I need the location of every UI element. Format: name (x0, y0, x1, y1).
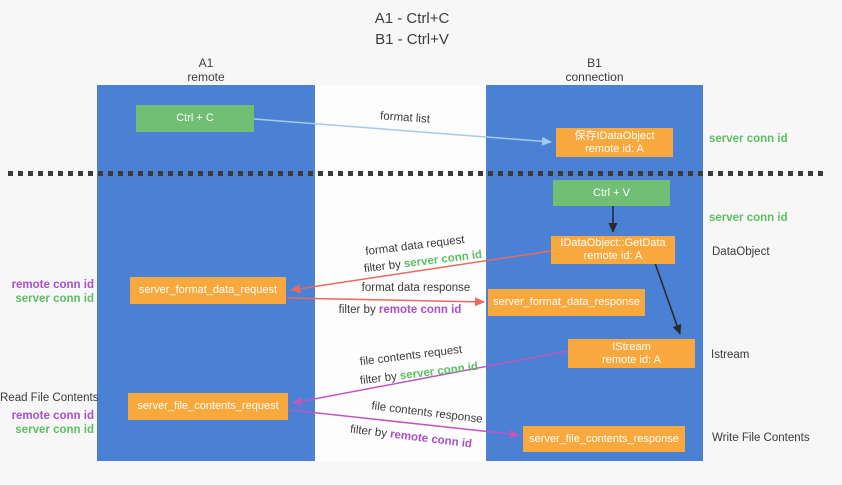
server-format-data-request-label: server_format_data_request (138, 284, 278, 296)
right-server-conn-id-mid: server conn id (709, 212, 788, 224)
remote-conn-id-text: remote conn id (378, 304, 462, 316)
diagram-title: A1 - Ctrl+C B1 - Ctrl+V (332, 8, 492, 50)
right-dataobject-label: DataObject (712, 246, 770, 258)
file-contents-request-arrow (292, 350, 569, 406)
right-istream-label: Istream (711, 349, 750, 361)
format-data-response-label: format data response (361, 282, 471, 294)
title-line-1: A1 - Ctrl+C (374, 10, 450, 27)
istream-line2: remote id: A (602, 353, 661, 366)
lifeline-a1-role: remote (187, 70, 225, 84)
getdata-to-istream-arrow (654, 262, 682, 335)
format-list-arrow (253, 118, 552, 146)
idataobject-getdata-node: IDataObject::GetData remote id: A (551, 236, 675, 264)
server-format-data-response-node: server_format_data_response (488, 289, 645, 316)
server-format-data-request-node: server_format_data_request (130, 277, 286, 304)
ctrl-v-label: Ctrl + V (593, 186, 630, 199)
left-conn-id-block-top: remote conn id server conn id (0, 278, 94, 306)
left-server-conn-id-top: server conn id (15, 293, 94, 305)
session-divider-dotted-line (8, 171, 824, 176)
istream-node: IStream remote id: A (568, 339, 695, 368)
lifeline-a1-header: A1 remote (97, 56, 315, 84)
filter-by-remote-conn-id-label-1: filter by remote conn id (330, 303, 470, 317)
ctrl-c-node: Ctrl + C (136, 105, 254, 132)
save-idataobject-line1: 保存IDataObject (574, 129, 655, 142)
left-read-file-contents-label: Read File Contents (0, 392, 99, 404)
title-line-2: B1 - Ctrl+V (375, 31, 449, 48)
server-format-data-response-label: server_format_data_response (493, 296, 640, 308)
left-server-conn-id-bottom: server conn id (15, 424, 94, 436)
server-file-contents-request-node: server_file_contents_request (128, 393, 288, 420)
lifeline-b1-name: B1 (587, 56, 602, 70)
ctrl-v-node: Ctrl + V (553, 180, 670, 206)
right-write-file-contents-label: Write File Contents (712, 432, 810, 444)
istream-line1: IStream (612, 340, 651, 353)
lifeline-b1-header: B1 connection (486, 56, 703, 84)
left-remote-conn-id-top: remote conn id (11, 279, 94, 291)
file-contents-response-arrow (289, 409, 520, 439)
idataobject-getdata-line2: remote id: A (583, 250, 643, 262)
left-remote-conn-id-bottom: remote conn id (11, 410, 94, 422)
server-file-contents-request-label: server_file_contents_request (137, 400, 279, 412)
right-server-conn-id-top: server conn id (709, 133, 788, 145)
lifeline-a1-name: A1 (198, 56, 214, 70)
filter-by-text: filter by (338, 304, 376, 316)
server-file-contents-response-node: server_file_contents_response (523, 426, 685, 452)
save-idataobject-node: 保存IDataObject remote id: A (556, 128, 673, 157)
save-idataobject-line2: remote id: A (585, 142, 644, 155)
left-conn-id-block-bottom: remote conn id server conn id (0, 409, 94, 437)
format-data-response-arrow (286, 297, 485, 307)
ctrl-c-label: Ctrl + C (176, 112, 214, 124)
idataobject-getdata-line1: IDataObject::GetData (560, 237, 666, 249)
server-file-contents-response-label: server_file_contents_response (529, 432, 679, 445)
lifeline-b1-role: connection (565, 70, 624, 84)
format-data-request-arrow (290, 250, 552, 294)
